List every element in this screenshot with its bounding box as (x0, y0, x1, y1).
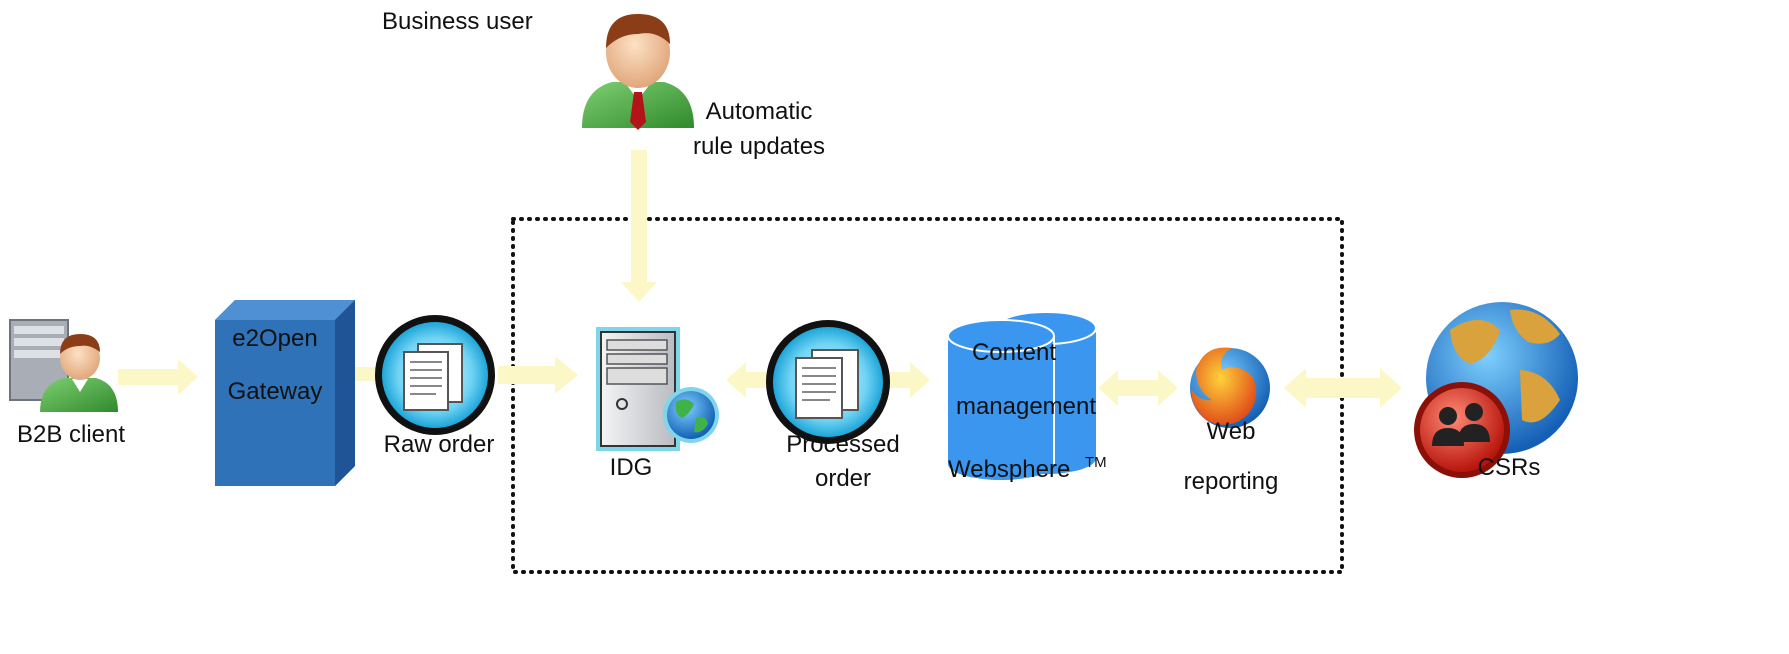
arrow-raw-to-idg (498, 356, 578, 394)
websphere-tm: TM (1085, 454, 1107, 471)
e2open-label-line2: Gateway (228, 378, 323, 405)
gateway-box-icon (215, 300, 355, 486)
processed-order-document-icon (766, 320, 890, 444)
processed-order-label-line1: Processed (786, 431, 899, 458)
content-management-label-line1: Content (972, 339, 1056, 366)
web-reporting-label-line1: Web (1207, 418, 1256, 445)
business-user-label: Business user (382, 8, 533, 35)
arrow-client-to-gateway (118, 359, 198, 395)
e2open-label-line1: e2Open (232, 325, 317, 352)
idg-label: IDG (610, 454, 653, 481)
websphere-text: Websphere (948, 456, 1070, 483)
content-management-database-icon (947, 311, 1097, 480)
content-management-label-line2: management (956, 393, 1096, 420)
csrs-label: CSRs (1478, 454, 1541, 481)
automatic-rule-updates-label-line2: rule updates (693, 133, 825, 160)
business-user-icon (582, 14, 694, 130)
arrow-processed-to-cm (885, 362, 930, 398)
processed-order-label-line2: order (815, 465, 871, 492)
web-reporting-label-line2: reporting (1184, 468, 1279, 495)
arrows (118, 150, 1402, 408)
automatic-rule-updates-label-line1: Automatic (706, 98, 813, 125)
idg-server-icon (596, 327, 719, 451)
system-boundary (511, 217, 1344, 574)
arrow-idg-processed (726, 362, 772, 398)
raw-order-document-icon (375, 315, 495, 435)
b2b-client-icon (9, 319, 118, 412)
csrs-globe-users-icon (1414, 302, 1578, 478)
arrow-web-csrs (1284, 368, 1402, 408)
websphere-label: Websphere TM (948, 454, 1107, 483)
firefox-browser-icon (1190, 347, 1270, 428)
arrow-rule-updates (621, 150, 657, 302)
arrow-cm-web (1098, 370, 1178, 406)
raw-order-label: Raw order (384, 431, 495, 458)
b2b-client-label: B2B client (17, 421, 125, 448)
